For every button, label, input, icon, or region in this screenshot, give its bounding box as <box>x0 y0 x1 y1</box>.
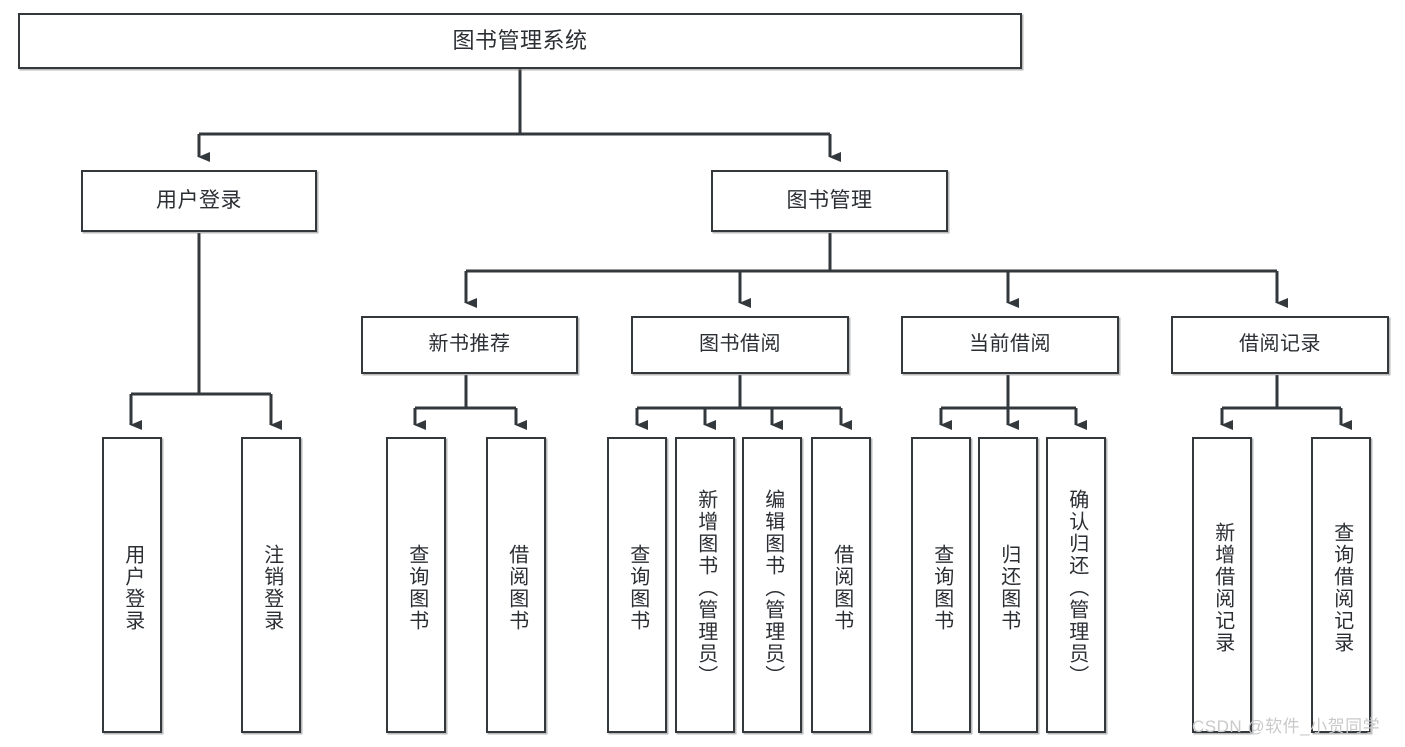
node-book-management[interactable]: 图书管理 <box>711 170 948 232</box>
node-current-borrow[interactable]: 当前借阅 <box>901 316 1119 374</box>
node-label: 当前借阅 <box>969 333 1051 356</box>
node-user-login[interactable]: 用户登录 <box>81 170 317 232</box>
node-label: 借阅记录 <box>1239 333 1321 356</box>
leaf-borrow-book-recommend[interactable]: 借阅图书 <box>486 437 546 733</box>
leaf-query-book-borrow[interactable]: 查询图书 <box>607 437 667 733</box>
node-label: 新书推荐 <box>428 333 511 356</box>
node-label: 新增图书（管理员） <box>694 489 717 687</box>
node-label: 查询借阅记录 <box>1330 522 1353 654</box>
node-label: 编辑图书（管理员） <box>761 489 784 687</box>
leaf-confirm-return-admin[interactable]: 确认归还（管理员） <box>1046 437 1106 733</box>
csdn-watermark: CSDN @软件_小贺同学 <box>1192 717 1381 736</box>
leaf-edit-book-admin[interactable]: 编辑图书（管理员） <box>742 437 802 733</box>
node-borrow-record[interactable]: 借阅记录 <box>1171 316 1389 374</box>
node-label: 用户登录 <box>121 544 144 632</box>
node-label: 新增借阅记录 <box>1211 522 1234 654</box>
node-label: 借阅图书 <box>505 544 528 632</box>
node-new-book-recommend[interactable]: 新书推荐 <box>361 316 578 374</box>
leaf-borrow-book[interactable]: 借阅图书 <box>811 437 871 733</box>
node-label: 归还图书 <box>997 544 1020 632</box>
leaf-query-book-recommend[interactable]: 查询图书 <box>386 437 446 733</box>
node-label: 图书借阅 <box>699 333 781 356</box>
leaf-query-book-current[interactable]: 查询图书 <box>911 437 971 733</box>
node-root-system[interactable]: 图书管理系统 <box>18 13 1022 69</box>
node-label: 借阅图书 <box>830 544 853 632</box>
leaf-query-borrow-record[interactable]: 查询借阅记录 <box>1311 437 1371 733</box>
node-label: 用户登录 <box>156 188 242 212</box>
leaf-add-borrow-record[interactable]: 新增借阅记录 <box>1192 437 1252 733</box>
node-label: 查询图书 <box>930 544 953 632</box>
leaf-return-book[interactable]: 归还图书 <box>978 437 1038 733</box>
node-label: 图书管理 <box>786 188 873 212</box>
node-label: 确认归还（管理员） <box>1065 489 1088 687</box>
leaf-user-login[interactable]: 用户登录 <box>102 437 162 733</box>
node-book-borrow[interactable]: 图书借阅 <box>631 316 849 374</box>
node-label: 图书管理系统 <box>452 28 588 54</box>
node-label: 查询图书 <box>626 544 649 632</box>
node-label: 注销登录 <box>260 544 283 632</box>
leaf-user-logout[interactable]: 注销登录 <box>241 437 301 733</box>
node-label: 查询图书 <box>405 544 428 632</box>
leaf-add-book-admin[interactable]: 新增图书（管理员） <box>675 437 735 733</box>
